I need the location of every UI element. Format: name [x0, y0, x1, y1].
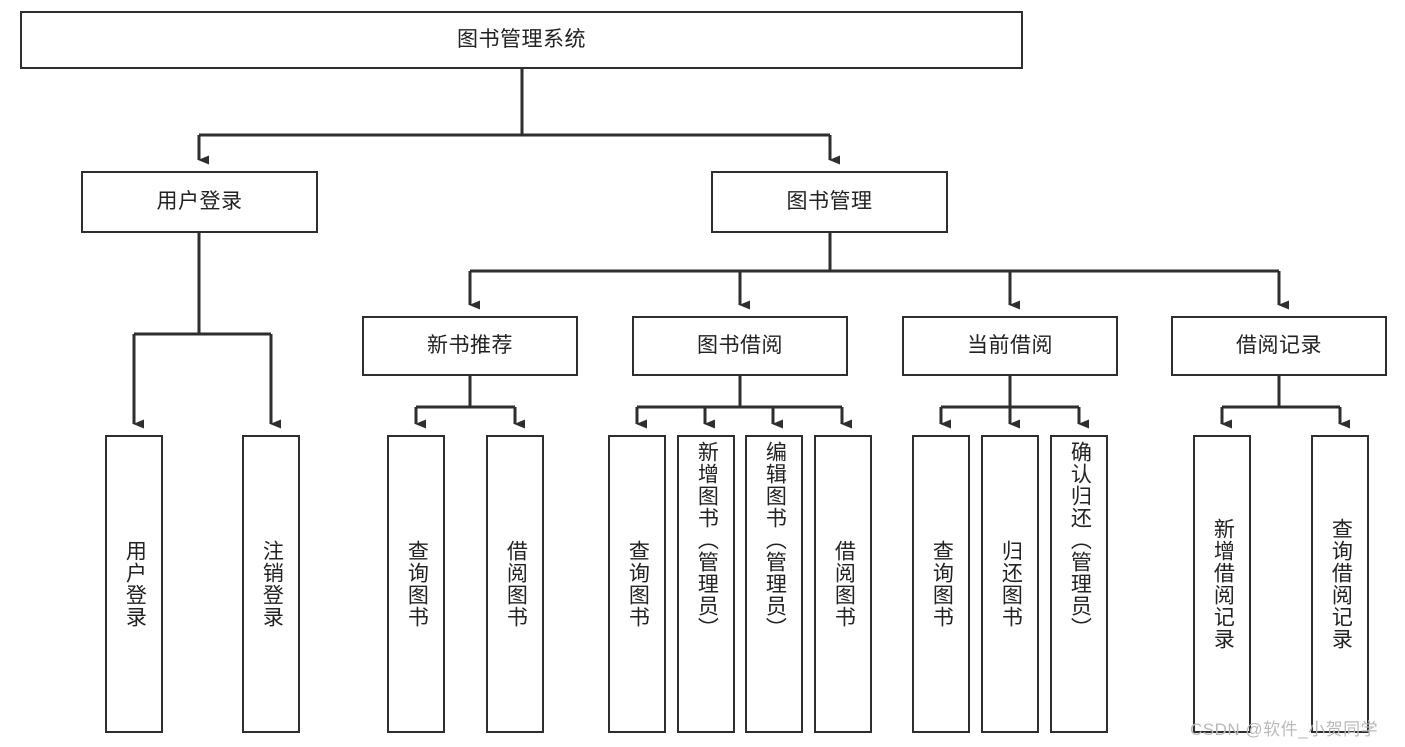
- leaf-logout-login[interactable]: 注销登录: [242, 435, 300, 733]
- node-label: 借阅记录: [1236, 334, 1322, 358]
- node-label: 新书推荐: [427, 334, 513, 358]
- node-label: 查询借阅记录: [1329, 518, 1353, 650]
- leaf-edit-book-admin[interactable]: 编辑图书（管理员）: [745, 435, 803, 733]
- leaf-borrow-book-borrow[interactable]: 借阅图书: [814, 435, 872, 733]
- node-user-login[interactable]: 用户登录: [81, 171, 318, 233]
- leaf-return-book[interactable]: 归还图书: [981, 435, 1039, 733]
- node-label: 查询图书: [626, 540, 650, 628]
- node-label: 用户登录: [123, 540, 147, 628]
- node-label: 注销登录: [260, 540, 284, 628]
- leaf-borrow-book-new[interactable]: 借阅图书: [486, 435, 544, 733]
- leaf-user-login[interactable]: 用户登录: [105, 435, 163, 733]
- node-label: 查询图书: [405, 540, 429, 628]
- node-label: 借阅图书: [832, 540, 856, 628]
- node-current-borrow[interactable]: 当前借阅: [902, 316, 1118, 376]
- leaf-confirm-return-admin[interactable]: 确认归还（管理员）: [1050, 435, 1108, 733]
- csdn-watermark: CSDN @软件_小贺同学: [1190, 720, 1379, 739]
- leaf-query-book-borrow[interactable]: 查询图书: [608, 435, 666, 733]
- node-label: 图书借阅: [697, 334, 783, 358]
- node-label: 图书管理系统: [457, 28, 586, 52]
- node-book-borrow[interactable]: 图书借阅: [632, 316, 848, 376]
- node-label: 编辑图书（管理员）: [763, 441, 787, 639]
- node-new-book-recommend[interactable]: 新书推荐: [362, 316, 578, 376]
- node-root-book-management-system[interactable]: 图书管理系统: [20, 11, 1023, 69]
- leaf-query-book-new[interactable]: 查询图书: [387, 435, 445, 733]
- leaf-add-book-admin[interactable]: 新增图书（管理员）: [677, 435, 735, 733]
- leaf-query-borrow-record[interactable]: 查询借阅记录: [1311, 435, 1369, 733]
- leaf-add-borrow-record[interactable]: 新增借阅记录: [1193, 435, 1251, 733]
- node-label: 新增借阅记录: [1211, 518, 1235, 650]
- node-label: 借阅图书: [504, 540, 528, 628]
- node-label: 图书管理: [786, 190, 873, 214]
- leaf-query-book-current[interactable]: 查询图书: [912, 435, 970, 733]
- node-label: 查询图书: [930, 540, 954, 628]
- node-borrow-record[interactable]: 借阅记录: [1171, 316, 1387, 376]
- node-label: 新增图书（管理员）: [695, 441, 719, 639]
- node-label: 确认归还（管理员）: [1068, 441, 1092, 639]
- node-book-management[interactable]: 图书管理: [711, 171, 948, 233]
- node-label: 当前借阅: [967, 334, 1053, 358]
- node-label: 用户登录: [156, 190, 243, 214]
- node-label: 归还图书: [999, 540, 1023, 628]
